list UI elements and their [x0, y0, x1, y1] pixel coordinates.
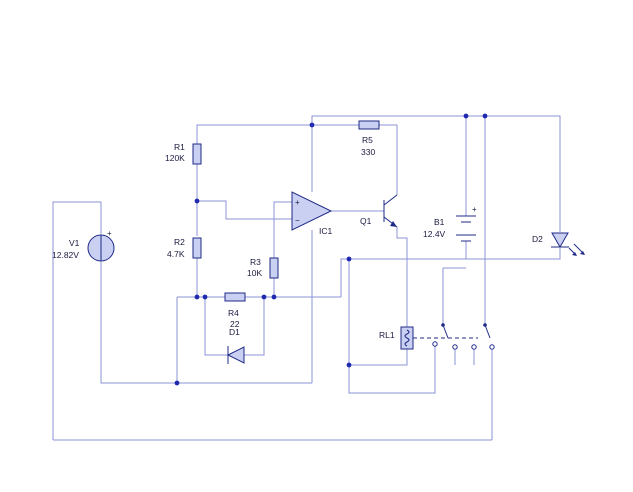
rl1-ref: RL1 [379, 330, 395, 340]
b1-ref: B1 [434, 217, 445, 227]
d1-ref: D1 [229, 327, 240, 337]
resistor-r5: R5 330 [358, 120, 380, 157]
led-d2: D2 [532, 232, 585, 256]
diode-d1: D1 [226, 327, 245, 364]
opamp-ic1: + − IC1 [291, 191, 333, 236]
transistor-q1: Q1 [360, 194, 398, 228]
resistor-r3: R3 10K [247, 257, 279, 279]
v1-ref: V1 [69, 238, 80, 248]
r3-ref: R3 [250, 257, 261, 267]
relay-rl1: RL1 [379, 323, 495, 350]
r2-ref: R2 [174, 237, 185, 247]
wires [52, 115, 561, 441]
ic1-plus-sign: + [295, 198, 300, 207]
r3-value: 10K [247, 268, 262, 278]
resistor-r1: R1 120K [165, 142, 202, 165]
r1-value: 120K [165, 153, 185, 163]
b1-value: 12.4V [423, 229, 446, 239]
resistor-r4: R4 22 [224, 292, 246, 329]
r5-ref: R5 [362, 135, 373, 145]
q1-ref: Q1 [360, 216, 372, 226]
resistor-r2: R2 4.7K [167, 237, 202, 259]
junction-dots [174, 113, 488, 386]
v1-value: 12.82V [52, 250, 79, 260]
r4-ref: R4 [228, 308, 239, 318]
v1-plus-sign: + [107, 229, 112, 238]
voltage-source-v1: + V1 12.82V [52, 229, 115, 262]
battery-b1: + B1 12.4V [423, 205, 477, 242]
d2-ref: D2 [532, 234, 543, 244]
ic1-minus-sign: − [295, 216, 300, 225]
r4-value: 22 [230, 319, 240, 329]
r2-value: 4.7K [167, 249, 185, 259]
r1-ref: R1 [174, 142, 185, 152]
ic1-ref: IC1 [319, 226, 333, 236]
b1-plus-sign: + [472, 205, 477, 214]
r5-value: 330 [361, 147, 375, 157]
